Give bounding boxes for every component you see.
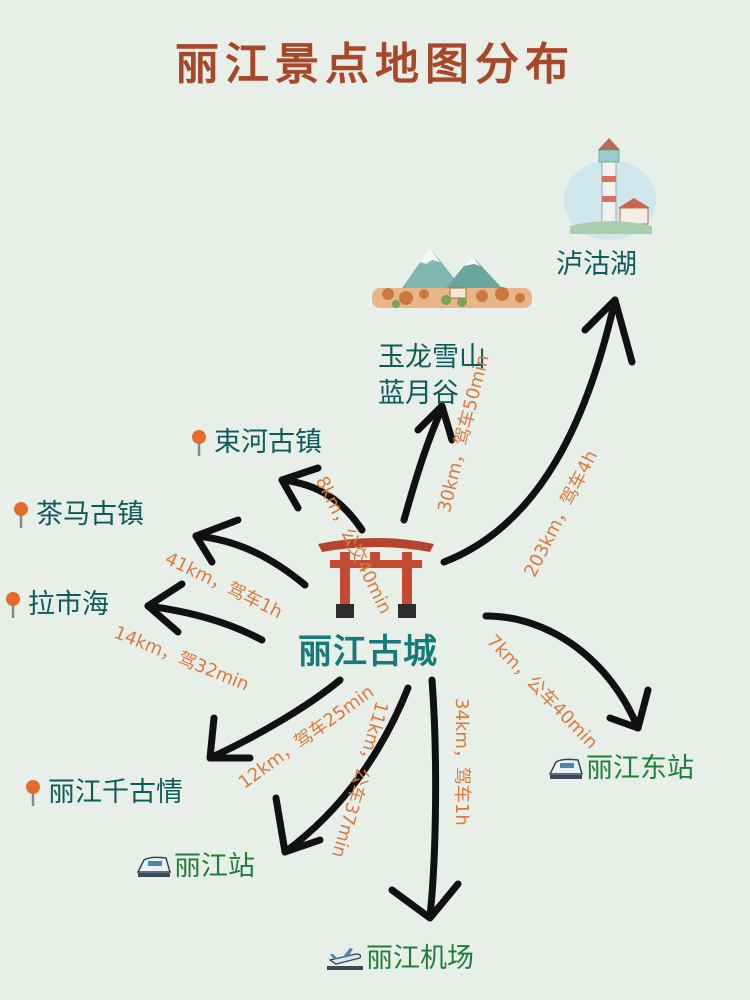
arrow-to-shuhe [278, 464, 366, 534]
place-label: 拉市海 [28, 589, 109, 620]
train-icon [548, 758, 583, 779]
arrow-to-station [272, 684, 412, 856]
pin-icon [26, 779, 40, 806]
arrow-to-airport [388, 676, 462, 922]
place-yulong-snow-mountain[interactable]: 玉龙雪山 蓝月谷 [378, 340, 486, 413]
route-label-airport: 34km，驾车1h [451, 698, 472, 826]
arrow-to-qianguqing [206, 676, 344, 762]
train-icon [136, 856, 171, 877]
arrow-to-chamagu [192, 516, 309, 589]
place-label: 泸沽湖 [556, 249, 637, 280]
place-lijiang-east-station[interactable]: 丽江东站 [548, 754, 694, 782]
lighthouse-icon [564, 138, 656, 240]
place-label: 束河古镇 [214, 427, 322, 458]
place-lashihai[interactable]: 拉市海 [4, 590, 109, 619]
map-title: 丽江景点地图分布 [175, 39, 575, 90]
place-shuhe-old-town[interactable]: 束河古镇 [190, 428, 322, 457]
place-label: 丽江站 [174, 851, 255, 882]
arrow-to-east-station [482, 612, 652, 732]
place-chamagu-town[interactable]: 茶马古镇 [12, 500, 144, 529]
place-label-secondary: 蓝月谷 [378, 378, 459, 410]
place-label: 丽江机场 [366, 943, 474, 974]
arrow-to-yulong [400, 402, 456, 524]
place-label: 玉龙雪山 [378, 342, 486, 373]
airplane-icon [327, 947, 363, 970]
torii-gate-icon [318, 538, 434, 618]
arrow-to-lashihai [144, 580, 266, 644]
place-label: 丽江千古情 [48, 777, 183, 808]
place-lugu-lake[interactable]: 泸沽湖 [556, 250, 637, 278]
pin-icon [14, 501, 28, 528]
place-lijiang-station[interactable]: 丽江站 [136, 852, 255, 880]
pin-icon [192, 429, 206, 456]
snow-mountain-icon [372, 248, 532, 308]
place-lijiang-airport[interactable]: 丽江机场 [326, 944, 474, 972]
arrow-to-lugu-lake [440, 296, 636, 566]
place-label: 茶马古镇 [36, 499, 144, 530]
center-lijiang-old-town[interactable]: 丽江古城 [298, 632, 438, 672]
pin-icon [6, 591, 20, 618]
place-qianguqing[interactable]: 丽江千古情 [24, 778, 183, 807]
place-label: 丽江东站 [586, 753, 694, 784]
